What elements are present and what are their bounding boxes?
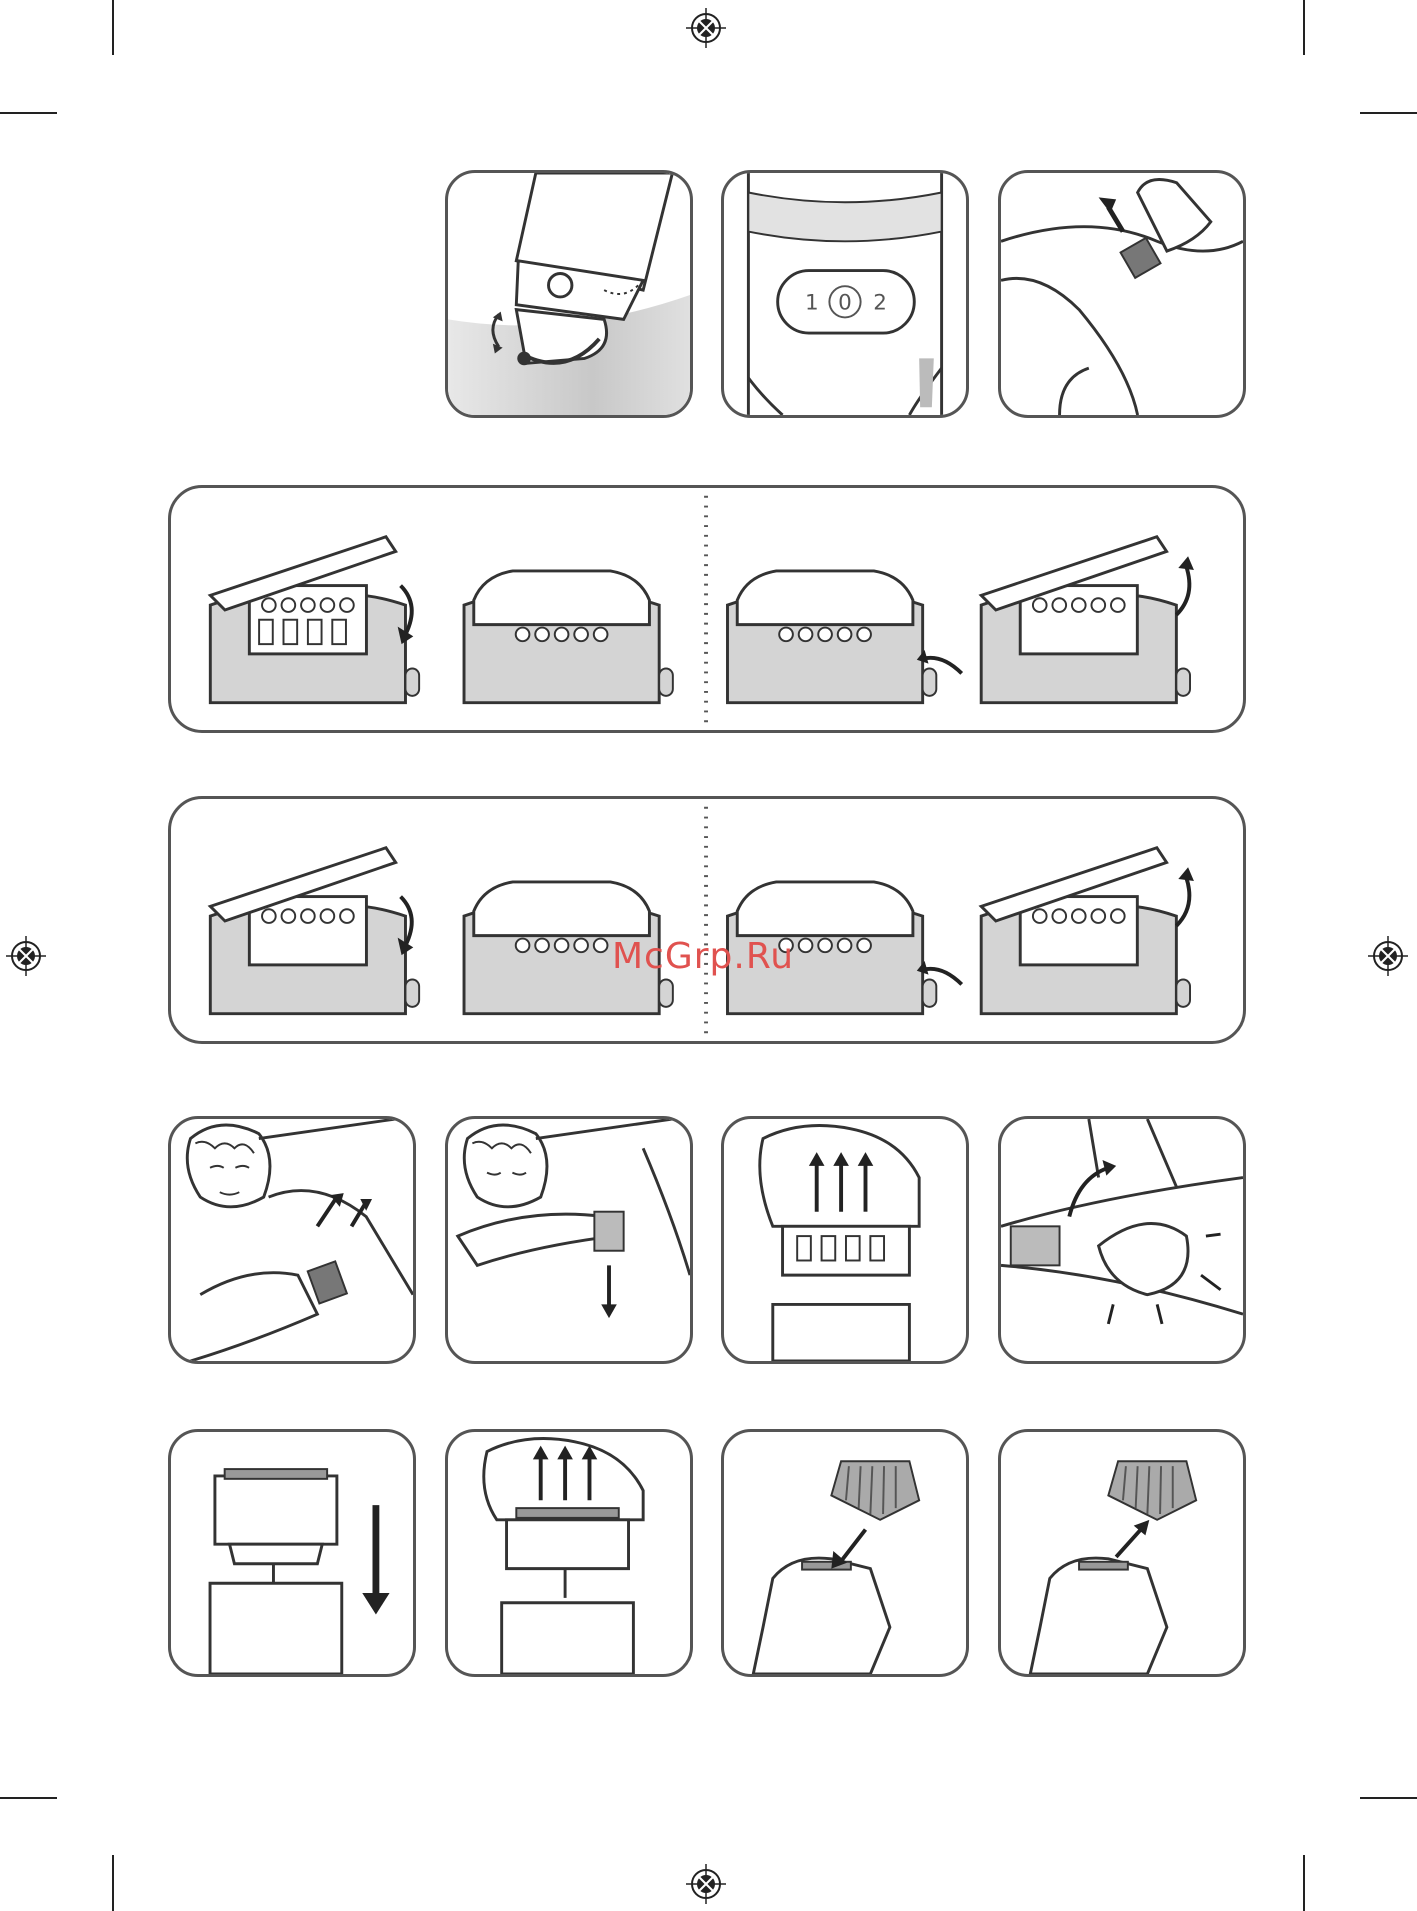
illustration-shaver-head-remove — [445, 1429, 693, 1677]
switch-position-0: 0 — [838, 291, 852, 316]
crop-mark-top-right-h — [1360, 112, 1417, 114]
registration-mark-bottom — [686, 1864, 726, 1904]
illustration-head-removal — [721, 1116, 969, 1364]
illustration-skin-stretch — [998, 1116, 1246, 1364]
illustration-head-pivot — [445, 170, 693, 418]
switch-position-1: 1 — [805, 291, 819, 316]
crop-mark-bottom-right-v — [1303, 1855, 1305, 1911]
registration-mark-top — [686, 8, 726, 48]
illustration-cap-attach-row — [168, 485, 1246, 733]
registration-mark-right — [1368, 936, 1408, 976]
illustration-underarm-1 — [168, 1116, 416, 1364]
crop-mark-top-left-v — [112, 0, 114, 55]
watermark: McGrp.Ru — [612, 936, 794, 977]
crop-mark-top-left-h — [0, 112, 57, 114]
illustration-comb-remove — [998, 1429, 1246, 1677]
switch-position-2: 2 — [873, 291, 887, 316]
crop-mark-bottom-left-h — [0, 1797, 57, 1799]
registration-mark-left — [6, 936, 46, 976]
illustration-cap-remove-row — [168, 796, 1246, 1044]
illustration-comb-attach — [721, 1429, 969, 1677]
illustration-speed-switch: 1 0 2 — [721, 170, 969, 418]
illustration-underarm-2 — [445, 1116, 693, 1364]
crop-mark-bottom-left-v — [112, 1855, 114, 1911]
crop-mark-bottom-right-h — [1360, 1797, 1417, 1799]
illustration-shaver-head-attach — [168, 1429, 416, 1677]
illustration-leg-epilation — [998, 170, 1246, 418]
crop-mark-top-right-v — [1303, 0, 1305, 55]
